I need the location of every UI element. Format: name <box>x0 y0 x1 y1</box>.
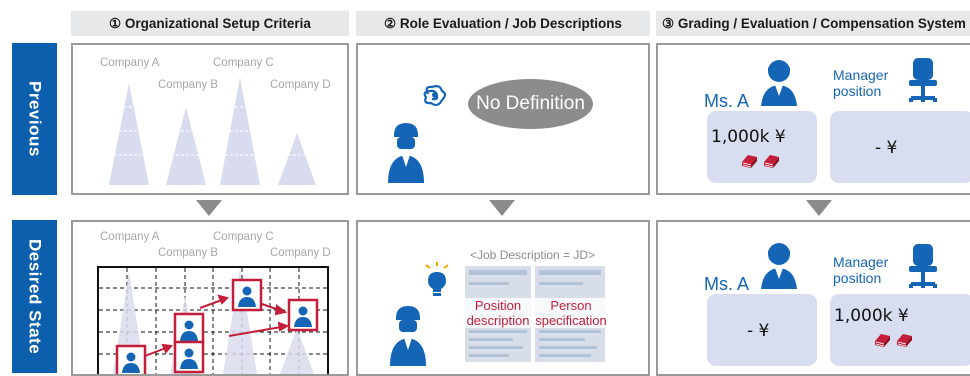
company-b-label: Company B <box>158 247 219 259</box>
manager-salary: - ¥ <box>875 138 898 158</box>
manager-salary: 1,000k ¥ <box>834 306 909 326</box>
money-icon <box>741 154 780 169</box>
ms-a-label: Ms. A <box>704 91 750 111</box>
company-triangles <box>109 77 316 185</box>
company-b-label: Company B <box>158 79 219 91</box>
header-col-setup: ① Organizational Setup Criteria <box>71 11 349 36</box>
ms-a-salary: - ¥ <box>747 321 770 341</box>
down-arrow-grading <box>806 200 832 216</box>
confused-thought-icon <box>423 85 447 107</box>
ms-a-salary-box: 1,000k ¥ <box>707 111 817 183</box>
person-specification-label: Person specification <box>535 298 607 328</box>
company-d-label: Company D <box>270 79 331 91</box>
employee-icon <box>388 123 424 183</box>
manager-position-label: Manager position <box>833 67 889 99</box>
panel-setup-desired: Company A Company B Company C Company D <box>71 220 349 376</box>
jd-title: <Job Description = JD> <box>470 248 596 262</box>
panel-setup-previous: Company A Company B Company C Company D <box>71 43 349 195</box>
lightbulb-rays-icon <box>425 262 449 269</box>
ms-a-person-icon <box>761 60 797 106</box>
panel-grading-desired: Ms. A Manager position - ¥ 1,000k ¥ <box>656 220 970 376</box>
panel-role-previous: No Definition <box>356 43 650 195</box>
position-description-label: Position description <box>463 298 533 328</box>
chair-icon <box>907 244 939 290</box>
down-arrow-setup <box>196 200 222 216</box>
no-definition-bubble: No Definition <box>468 79 593 129</box>
company-a-label: Company A <box>100 57 160 69</box>
row-label-previous: Previous <box>12 43 57 195</box>
ms-a-salary-box: - ¥ <box>707 294 817 366</box>
company-d-label: Company D <box>270 247 331 259</box>
unified-grade-grid <box>97 266 329 374</box>
money-icon <box>874 333 913 348</box>
company-a-label: Company A <box>100 231 160 243</box>
employee-icon <box>390 306 426 366</box>
header-col-grading: ③ Grading / Evaluation / Compensation Sy… <box>656 11 970 36</box>
panel-grading-previous: Ms. A Manager position 1,000k ¥ - ¥ <box>656 43 970 195</box>
down-arrow-role <box>489 200 515 216</box>
ms-a-salary: 1,000k ¥ <box>711 127 786 147</box>
chair-icon <box>907 58 939 104</box>
panel-role-desired: <Job Description = JD> Position descript… <box>356 220 650 376</box>
header-col-role: ② Role Evaluation / Job Descriptions <box>356 11 650 36</box>
company-c-label: Company C <box>213 231 274 243</box>
grid-contents <box>99 268 327 374</box>
ms-a-person-icon <box>761 243 797 289</box>
manager-salary-box: 1,000k ¥ <box>830 294 970 366</box>
manager-salary-box: - ¥ <box>830 111 970 183</box>
ms-a-label: Ms. A <box>704 274 750 294</box>
row-label-desired: Desired State <box>12 220 57 373</box>
manager-position-label: Manager position <box>833 254 889 286</box>
company-c-label: Company C <box>213 57 274 69</box>
lightbulb-icon <box>428 272 446 296</box>
